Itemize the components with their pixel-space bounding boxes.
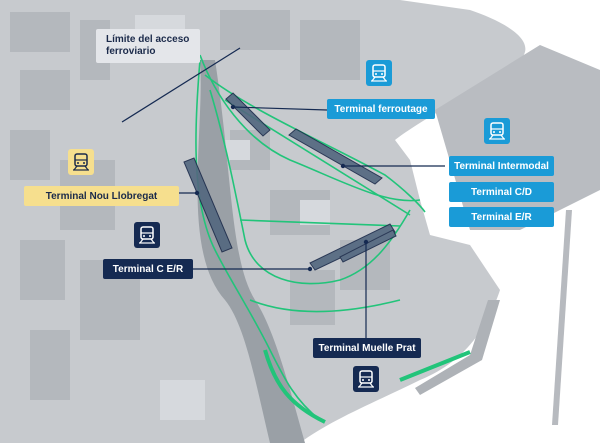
label-terminal-ferroutage-text: Terminal ferroutage	[334, 103, 428, 115]
river	[197, 60, 305, 443]
label-terminal-er[interactable]: Terminal E/R	[449, 207, 554, 227]
train-icon[interactable]	[484, 118, 510, 144]
label-terminal-intermodal-text: Terminal Intermodal	[454, 160, 549, 172]
label-terminal-cd[interactable]: Terminal C/D	[449, 182, 554, 202]
leader-dots	[194, 104, 369, 272]
terminal-footprints	[183, 92, 397, 271]
train-icon[interactable]	[366, 60, 392, 86]
train-icon[interactable]	[353, 366, 379, 392]
rail-sidings	[263, 349, 471, 424]
jetty	[552, 210, 572, 425]
label-terminal-intermodal[interactable]: Terminal Intermodal	[449, 156, 554, 176]
label-terminal-c-er-text: Terminal C E/R	[112, 263, 184, 275]
label-terminal-cd-text: Terminal C/D	[471, 186, 532, 198]
label-terminal-muelle-prat-text: Terminal Muelle Prat	[318, 342, 416, 354]
breakwater	[415, 300, 500, 395]
train-icon[interactable]	[68, 149, 94, 175]
leader-lines	[121, 47, 445, 338]
label-rail-access-limit-text: Límite del acceso ferroviario	[106, 34, 190, 57]
train-icon[interactable]	[134, 222, 160, 248]
label-terminal-nou-llobregat[interactable]: Terminal Nou Llobregat	[24, 186, 179, 206]
label-terminal-er-text: Terminal E/R	[471, 211, 532, 223]
label-rail-access-limit: Límite del acceso ferroviario	[96, 29, 200, 63]
label-terminal-muelle-prat[interactable]: Terminal Muelle Prat	[313, 338, 421, 358]
label-terminal-nou-llobregat-text: Terminal Nou Llobregat	[45, 190, 158, 202]
label-terminal-c-er[interactable]: Terminal C E/R	[103, 259, 193, 279]
label-terminal-ferroutage[interactable]: Terminal ferroutage	[327, 99, 435, 119]
